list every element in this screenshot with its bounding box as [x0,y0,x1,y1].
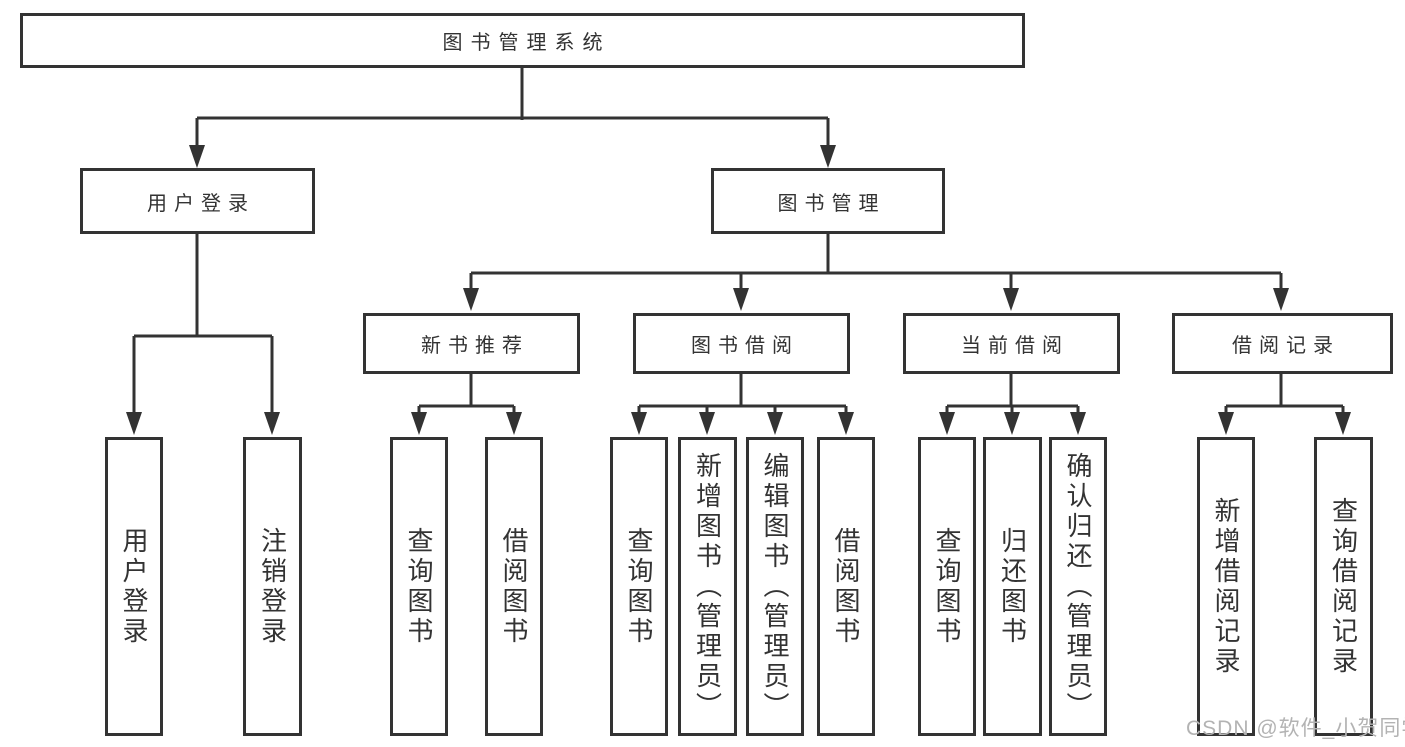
leaf-label: 借阅图书 [831,526,861,647]
node-library-system: 图书管理系统 [20,13,1025,68]
leaf-label: 查询图书 [624,526,654,647]
leaf-borrow-books: 借阅图书 [817,437,875,736]
leaf-query-books-recommend: 查询图书 [390,437,448,736]
leaf-return-books: 归还图书 [983,437,1042,736]
node-current-borrowing: 当前借阅 [903,313,1120,374]
watermark: CSDN @软件_小贺同学 [1186,717,1405,740]
leaf-user-login: 用户登录 [105,437,163,736]
leaf-logout: 注销登录 [243,437,302,736]
leaf-add-borrow-record: 新增借阅记录 [1197,437,1255,736]
leaf-label: 新增图书（管理员） [692,451,723,722]
node-label: 新书推荐 [421,335,529,357]
node-book-borrowing: 图书借阅 [633,313,850,374]
leaf-confirm-return-admin: 确认归还（管理员） [1049,437,1107,736]
node-borrowing-records: 借阅记录 [1172,313,1393,374]
leaf-label: 注销登录 [257,526,288,647]
node-label: 用户登录 [147,192,255,215]
node-label: 借阅记录 [1232,335,1340,357]
node-label: 图书借阅 [691,335,799,357]
leaf-label: 归还图书 [997,526,1028,647]
leaf-label: 用户登录 [119,526,149,647]
leaf-query-borrow-record: 查询借阅记录 [1314,437,1373,736]
leaf-label: 确认归还（管理员） [1063,451,1093,722]
leaf-label: 查询图书 [404,526,434,647]
leaf-edit-book-admin: 编辑图书（管理员） [746,437,804,736]
node-label: 图书管理系统 [442,32,611,54]
leaf-label: 查询图书 [932,526,962,647]
leaf-label: 新增借阅记录 [1211,496,1241,677]
leaf-label: 查询借阅记录 [1328,496,1359,677]
node-label: 图书管理 [777,192,886,215]
leaf-label: 借阅图书 [499,526,529,647]
node-book-management: 图书管理 [711,168,945,234]
leaf-query-books-current: 查询图书 [918,437,976,736]
node-new-book-recommend: 新书推荐 [363,313,580,374]
leaf-label: 编辑图书（管理员） [760,451,790,722]
leaf-add-book-admin: 新增图书（管理员） [678,437,737,736]
node-label: 当前借阅 [961,335,1069,357]
leaf-query-books-borrow: 查询图书 [610,437,668,736]
node-user-login: 用户登录 [80,168,315,234]
leaf-borrow-books-recommend: 借阅图书 [485,437,543,736]
